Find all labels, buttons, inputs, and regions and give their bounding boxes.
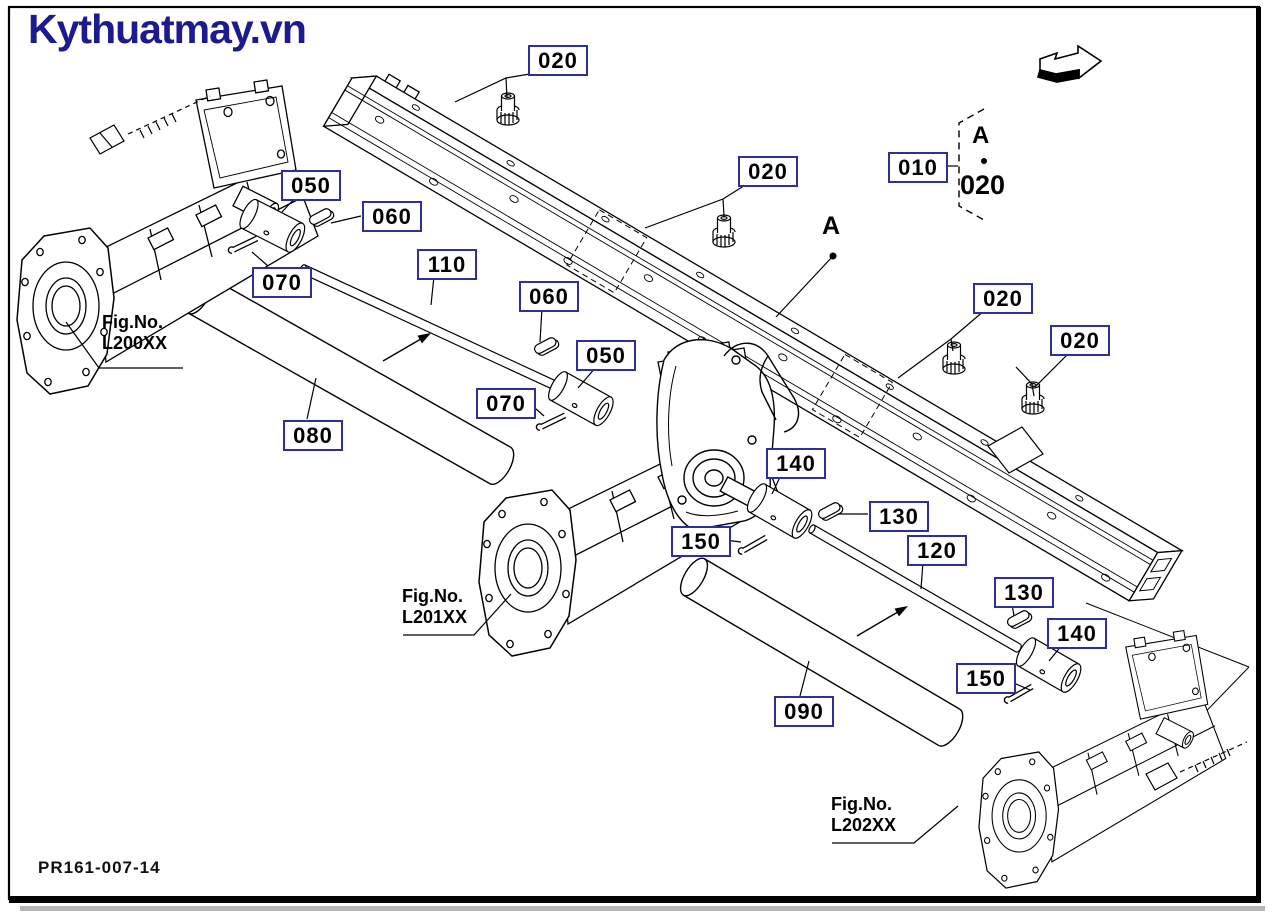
fig-label-prefix: Fig.No. [102, 312, 163, 332]
key-060-2 [532, 334, 561, 359]
callout-060-1[interactable]: 060 [362, 201, 422, 232]
lock-knob-020-1 [496, 92, 520, 126]
callout-140-1[interactable]: 140 [766, 448, 826, 479]
mounting-rail [322, 73, 1185, 602]
callout-120[interactable]: 120 [907, 535, 967, 566]
drawing-number: PR161-007-14 [38, 858, 161, 877]
callout-130-1[interactable]: 130 [869, 501, 929, 532]
callout-130-2[interactable]: 130 [994, 577, 1054, 608]
callout-060-2[interactable]: 060 [519, 281, 579, 312]
callout-020-4[interactable]: 020 [1050, 325, 1110, 356]
fig-label-l200xx[interactable]: Fig.No. L200XX [102, 312, 167, 354]
assembly-arrow-2 [856, 606, 908, 637]
callout-110[interactable]: 110 [417, 249, 477, 280]
cotter-pin-070-2 [534, 412, 568, 432]
callout-070-1[interactable]: 070 [252, 267, 312, 298]
callout-020-3[interactable]: 020 [973, 283, 1033, 314]
cotter-pin-150-1 [735, 534, 770, 556]
fig-label-prefix: Fig.No. [831, 794, 892, 814]
rail-bracket-block [987, 426, 1044, 474]
callout-150-1[interactable]: 150 [671, 526, 731, 557]
coupling-050-2 [544, 368, 618, 429]
gearbox-case [656, 338, 800, 531]
key-130-2 [1005, 607, 1034, 632]
rod-080 [185, 275, 515, 485]
lock-knob-020-3 [942, 341, 966, 375]
callout-070-2[interactable]: 070 [476, 388, 536, 419]
callout-010[interactable]: 010 [888, 152, 948, 183]
fig-label-code: L200XX [102, 333, 168, 353]
fig-label-l201xx[interactable]: Fig.No. L201XX [402, 586, 467, 628]
callout-050-1[interactable]: 050 [281, 170, 341, 201]
detail-marker-a: A [972, 122, 990, 149]
rod-090 [679, 557, 964, 747]
bolt-left [89, 95, 211, 155]
callout-020-2[interactable]: 020 [738, 156, 798, 187]
shaft-120 [808, 524, 1022, 653]
drawing-frame [7, 5, 1265, 911]
callout-050-2[interactable]: 050 [576, 340, 636, 371]
key-130-1 [816, 499, 845, 524]
site-logo[interactable]: Kythuatmay.vn [28, 6, 307, 52]
coupling-140-1 [743, 480, 817, 542]
section-marker-a: A [822, 212, 841, 240]
fig-label-code: L201XX [402, 607, 468, 627]
callout-020-1[interactable]: 020 [528, 45, 588, 76]
detail-view-bracket [958, 108, 987, 221]
section-marker-a-leader [775, 252, 837, 318]
callout-080[interactable]: 080 [283, 420, 343, 451]
bolt-right [1145, 741, 1248, 791]
fig-label-code: L202XX [831, 815, 897, 835]
assembly-arrow-1 [382, 333, 431, 362]
lock-knob-020-2 [712, 214, 736, 248]
callout-150-2[interactable]: 150 [956, 663, 1016, 694]
fig-label-l202xx[interactable]: Fig.No. L202XX [831, 794, 896, 836]
direction-arrow-icon[interactable] [1037, 44, 1103, 83]
callout-090[interactable]: 090 [774, 696, 834, 727]
detail-part-020: 020 [960, 170, 1006, 200]
shaft-110 [299, 264, 558, 390]
callout-140-2[interactable]: 140 [1047, 618, 1107, 649]
fig-label-prefix: Fig.No. [402, 586, 463, 606]
